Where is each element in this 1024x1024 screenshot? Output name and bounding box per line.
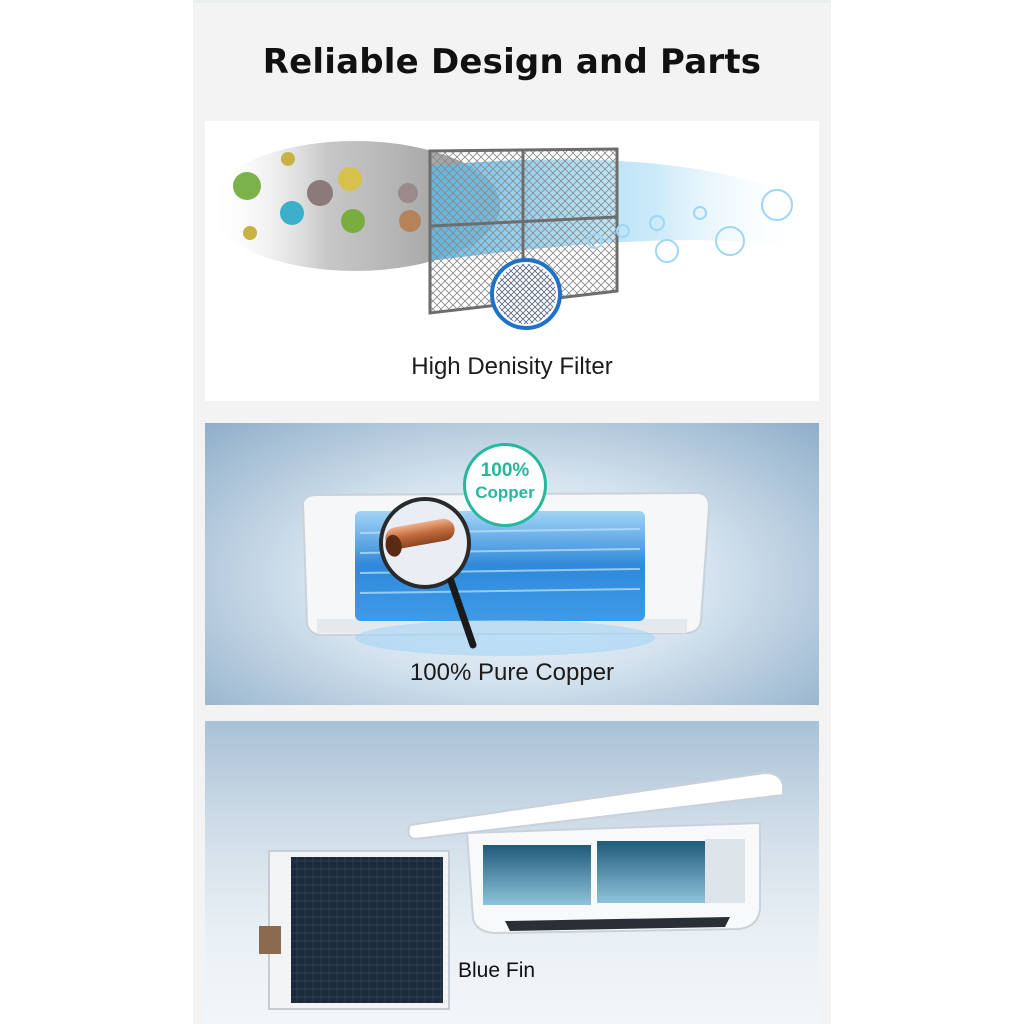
badge-percent: 100% — [480, 460, 530, 481]
blue-fin-panel: Blue Fin — [205, 721, 819, 1024]
dust-cloud — [210, 141, 500, 271]
indoor-unit-open — [407, 771, 784, 935]
indoor-unit-illustration — [301, 491, 711, 656]
outdoor-unit — [259, 850, 450, 1010]
germ-icons — [233, 152, 421, 240]
badge-label: Copper — [475, 483, 535, 502]
product-infographic: Reliable Design and Parts — [193, 0, 831, 1024]
blue-fin-caption: Blue Fin — [458, 959, 536, 982]
top-divider — [193, 0, 831, 3]
copper-panel: 100% Copper 100% Pure Copper — [205, 423, 819, 705]
louver — [505, 917, 730, 931]
cool-air — [355, 620, 655, 656]
filter-illustration — [210, 141, 805, 330]
front-panel-lid — [407, 771, 784, 841]
bubbles — [587, 189, 793, 263]
units-illustration — [259, 771, 784, 1010]
filter-caption: High Denisity Filter — [411, 353, 613, 380]
copper-pipe-icon — [385, 518, 455, 557]
copper-badge: 100% Copper — [463, 443, 547, 527]
filter-panel: High Denisity Filter — [205, 121, 819, 401]
page-title: Reliable Design and Parts — [262, 42, 762, 82]
copper-caption: 100% Pure Copper — [409, 659, 615, 686]
